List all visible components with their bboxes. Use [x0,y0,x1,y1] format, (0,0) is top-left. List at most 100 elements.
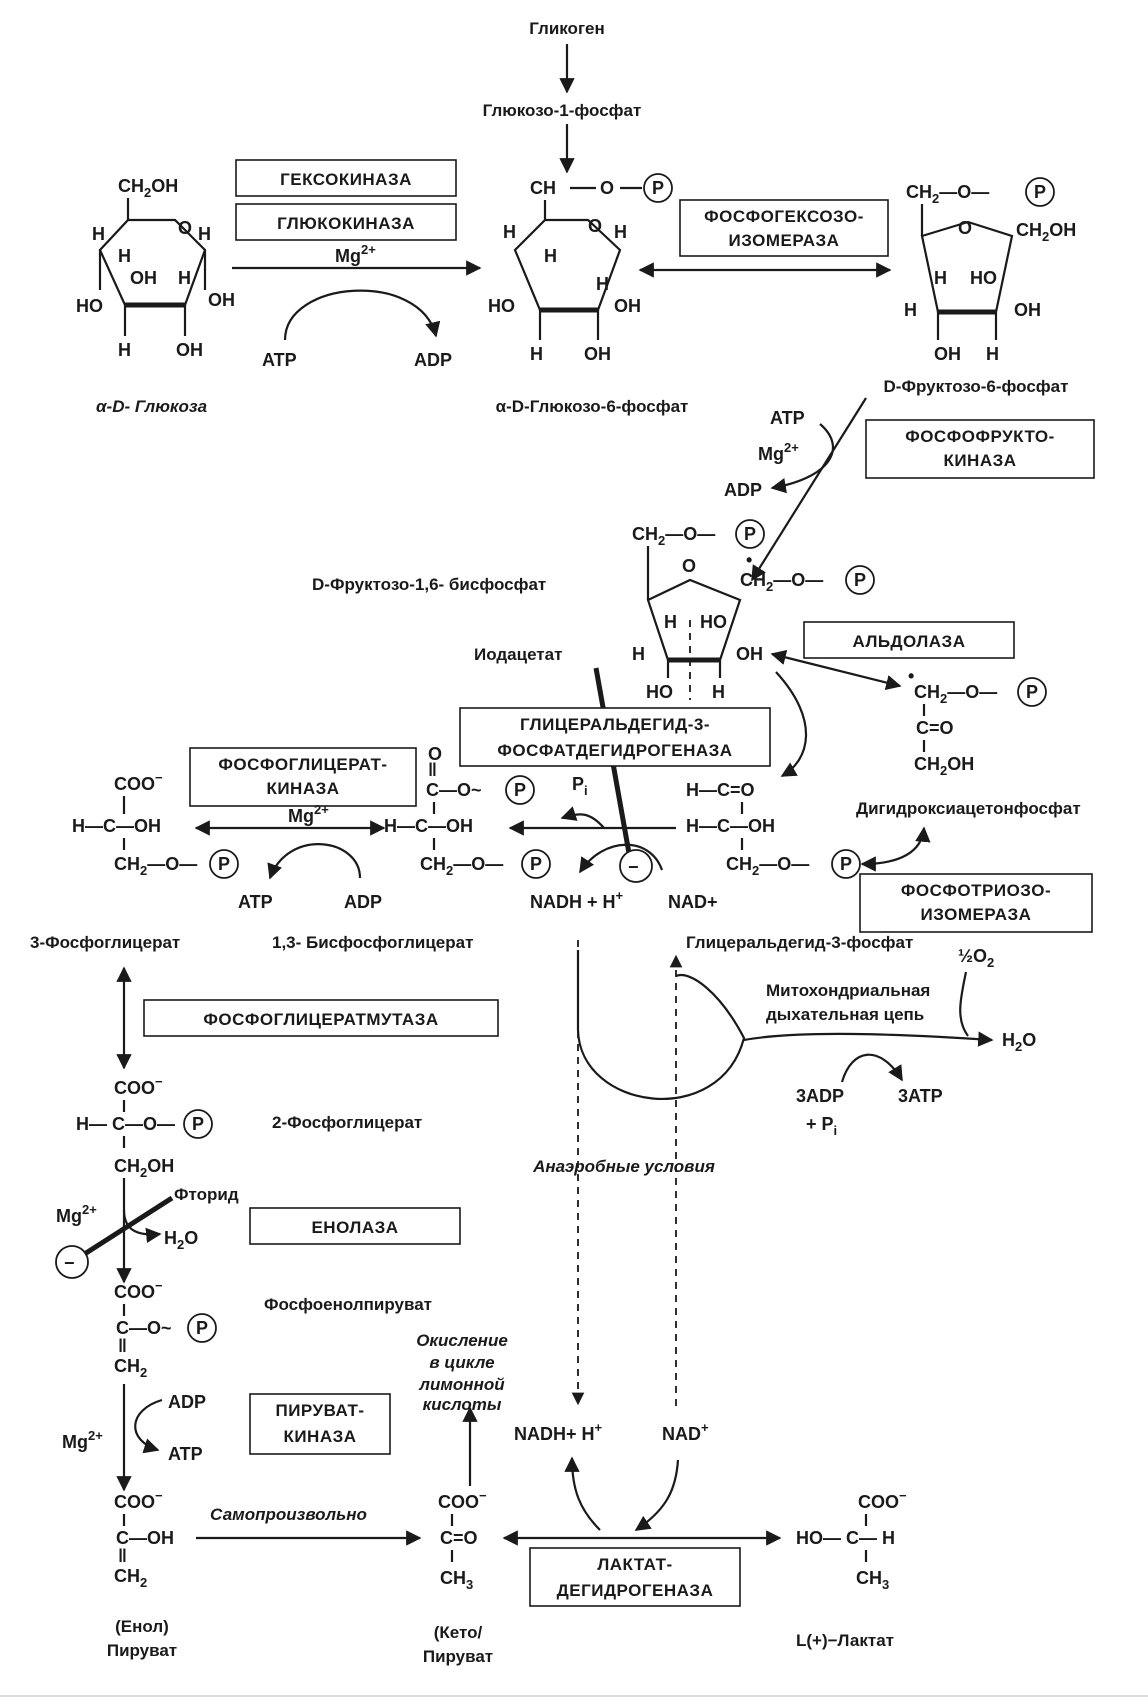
alpha-d-glucose-structure: CH2OH O H H H OH H HO OH H OH [76,176,235,360]
svg-text:OH: OH [736,644,763,664]
pg2-label: 2-Фосфоглицерат [272,1113,422,1132]
svg-text:H: H [178,268,191,288]
fructose-16bp-label: D-Фруктозо-1,6- бисфосфат [312,575,546,594]
adp-atp-curve-pk [134,1398,163,1454]
nadh-ldh: NADH+ H+ [514,1420,603,1444]
enol-pyruvate-label-2: Пируват [107,1641,177,1660]
svg-text:H—C—OH: H—C—OH [686,816,775,836]
tca-label-1: Окисление [416,1331,508,1350]
svg-text:‖: ‖ [118,1336,127,1356]
svg-text:COO−: COO− [858,1488,907,1512]
ldh-nad-curve [634,1459,680,1531]
svg-text:C—O~: C—O~ [116,1318,172,1338]
mito-loop [576,950,746,1100]
ldh-box [529,1547,741,1607]
fructose-16bp-structure: CH2—O— P O CH2—O— • P H HO H OH HO H [632,519,875,702]
svg-text:H—C—OH: H—C—OH [384,816,473,836]
h2o-mito: H2O [1002,1030,1036,1054]
pi3-mito: + Pi [806,1114,837,1138]
svg-text:CH2: CH2 [114,1356,147,1380]
pfk-box [865,419,1095,479]
keto-pyruvate-label-2: Пируват [423,1647,493,1666]
phosphohexose-isomerase-box [679,199,889,257]
svg-text:P: P [530,854,542,874]
svg-text:CH2: CH2 [114,1566,147,1590]
pgm-label: ФОСФОГЛИЦЕРАТМУТАЗА [203,1010,438,1029]
atp-pk: ATP [168,1444,203,1464]
svg-text:H: H [198,224,211,244]
svg-text:COO−: COO− [114,1278,163,1302]
svg-text:HO: HO [700,612,727,632]
o2-curve [959,971,969,1037]
inhibition-minus-circle-enolase [55,1245,89,1279]
svg-text:CH2—O—: CH2—O— [726,854,809,878]
svg-text:OH: OH [176,340,203,360]
enolase-label: ЕНОЛАЗА [311,1218,398,1237]
pgk-label-1: ФОСФОГЛИЦЕРАТ- [218,755,387,774]
adp-pk: ADP [168,1392,206,1412]
svg-text:COO−: COO− [114,770,163,794]
adp3-mito: 3ADP [796,1086,844,1106]
nadh-gapdh: NADH + H+ [530,888,624,912]
adp-pgk: ADP [344,892,382,912]
pi-gapdh: Pi [572,774,588,798]
fructose-6p-label: D-Фруктозо-6-фосфат [884,377,1069,396]
enol-pyruvate-structure: COO− C—OH ‖ CH2 [114,1488,174,1590]
pgm-box [143,999,499,1037]
fluoride-label: Фторид [174,1185,239,1204]
pk-box [249,1393,391,1455]
svg-text:CH2—O—: CH2—O— [914,682,997,706]
svg-text:H: H [92,224,105,244]
svg-text:OH: OH [1014,300,1041,320]
inhibition-minus-circle-gapdh [619,849,653,883]
glucokinase-box [235,203,457,241]
svg-text:O: O [178,218,192,238]
glucokinase-label: ГЛЮКОКИНАЗА [277,214,415,233]
glucose-1p-label: Глюкозо-1-фосфат [483,101,642,120]
enol-pyruvate-label-1: (Енол) [115,1617,169,1636]
svg-text:P: P [840,854,852,874]
svg-text:P: P [854,570,866,590]
half-o2: ½O2 [958,946,994,970]
tpi-arrow [860,826,931,872]
svg-text:OH: OH [130,268,157,288]
svg-text:C=O: C=O [916,718,954,738]
mg-pgk: Mg2+ [288,802,329,826]
nad-nadh-curve [579,843,664,874]
gapdh-label-2: ФОСФАТДЕГИДРОГЕНАЗА [497,741,732,760]
inhibition-minus-sign-enolase: − [64,1253,75,1273]
mito-label-1: Митохондриальная [766,981,930,1000]
svg-text:HO: HO [76,296,103,316]
svg-text:H: H [503,222,516,242]
gapdh-label-1: ГЛИЦЕРАЛЬДЕГИД-3- [520,715,710,734]
ldh-label-2: ДЕГИДРОГЕНАЗА [557,1581,714,1600]
glycogen-label: Гликоген [529,19,605,38]
atp-hk: ATP [262,350,297,370]
phosphohexose-label-2: ИЗОМЕРАЗА [729,231,840,250]
aldolase-arrow-gap [775,671,808,777]
atp-pgk: ATP [238,892,273,912]
h2o-enolase: H2O [164,1228,198,1252]
svg-text:H: H [904,300,917,320]
svg-text:H: H [596,274,609,294]
pg2-structure: COO− H— C—O— P CH2OH [76,1074,213,1180]
iodoacetate-bar [593,667,635,871]
svg-text:CH2OH: CH2OH [914,754,974,778]
pep-structure: COO− C—O~ P ‖ CH2 [114,1278,217,1380]
svg-text:H: H [934,268,947,288]
gap-label: Глицеральдегид-3-фосфат [686,933,913,952]
svg-text:P: P [514,780,526,800]
svg-text:O: O [958,218,972,238]
nad-gapdh: NAD+ [668,892,718,912]
tpi-box [859,873,1093,933]
svg-text:CH2—O—: CH2—O— [740,570,823,594]
tpi-label-1: ФОСФОТРИОЗО- [901,881,1051,900]
pk-label-2: КИНАЗА [283,1427,356,1446]
svg-text:HO: HO [970,268,997,288]
svg-text:CH2OH: CH2OH [114,1156,174,1180]
fluoride-bar [70,1195,174,1265]
aldolase-label: АЛЬДОЛАЗА [853,632,966,651]
svg-text:HO: HO [488,296,515,316]
svg-text:COO−: COO− [114,1488,163,1512]
svg-text:COO−: COO− [114,1074,163,1098]
